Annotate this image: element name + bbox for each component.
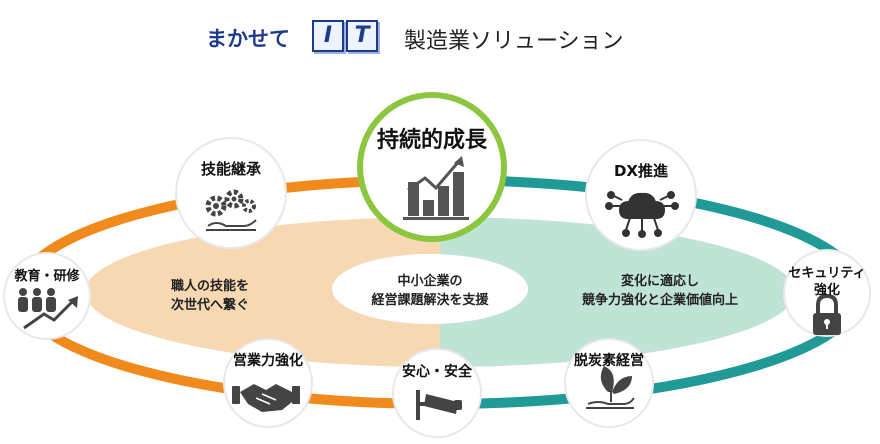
education-label: 教育・研修 (14, 269, 80, 284)
brand-block-i: I (312, 20, 344, 52)
right-region-line1: 変化に適応し (620, 274, 699, 289)
decarbon-label: 脱炭素経営 (574, 353, 644, 369)
handshake-icon (232, 384, 300, 412)
right-region (440, 217, 795, 367)
left-region-line1: 職人の技能を (170, 279, 249, 294)
node-sales (223, 338, 313, 428)
dx-label: DX推進 (613, 162, 669, 180)
node-safety (392, 348, 482, 438)
node-security (783, 249, 871, 337)
leaf-hand-icon (586, 366, 635, 409)
brand-name: まかせて (206, 27, 290, 51)
core-line2: 経営課題解決を支援 (371, 293, 489, 308)
security-label-line1: セキュリティ (788, 266, 866, 281)
people-growth-icon (18, 288, 78, 330)
core-line1: 中小企業の (397, 274, 463, 289)
left-region-line2: 次世代へ繋ぐ (170, 298, 249, 313)
cloud-network-icon (605, 191, 679, 238)
node-center (357, 92, 507, 242)
security-label-line2: 強化 (813, 283, 840, 298)
node-education (3, 252, 91, 340)
skill-label: 技能継承 (200, 160, 261, 178)
sales-label: 営業力強化 (233, 353, 303, 369)
gears-hand-icon (205, 189, 257, 231)
right-region-line2: 競争力強化と企業価値向上 (581, 293, 738, 308)
padlock-icon (813, 293, 841, 335)
left-region (85, 217, 440, 367)
brand-block-t: T (346, 20, 378, 52)
growth-bar-chart-icon (403, 156, 469, 220)
core-ellipse (332, 254, 528, 324)
safety-label: 安心・安全 (402, 364, 472, 380)
security-camera-icon (416, 390, 462, 420)
page-title: 製造業ソリューション (404, 29, 624, 54)
center-label: 持続的成長 (376, 128, 487, 153)
